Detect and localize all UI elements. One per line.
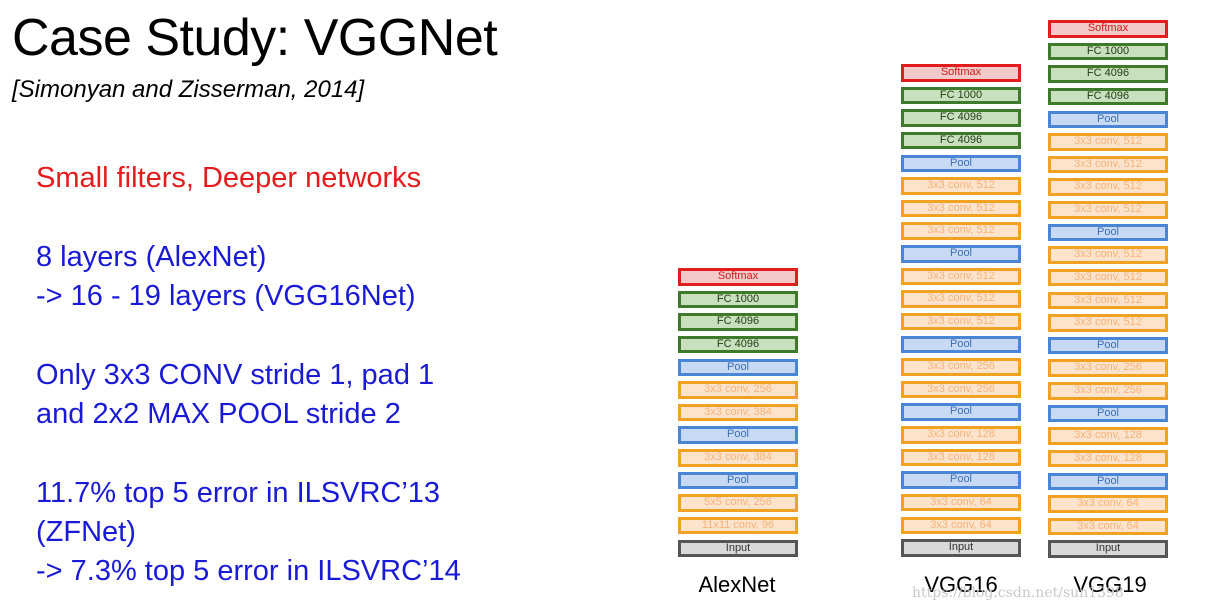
bullet-line: 11.7% top 5 error in ILSVRC’13 — [36, 477, 441, 509]
layer-block-conv: 11x11 conv, 96 — [678, 516, 798, 535]
bullet-line: -> 16 - 19 layers (VGG16Net) — [36, 280, 416, 312]
layer-block-input: Input — [678, 539, 798, 558]
layer-block-pool: Pool — [901, 403, 1021, 421]
layer-block-conv: 3x3 conv, 512 — [1048, 155, 1168, 174]
layer-block-fc: FC 4096 — [1048, 87, 1168, 106]
layer-block-conv: 3x3 conv, 384 — [678, 403, 798, 422]
bullet-line: 8 layers (AlexNet) — [36, 241, 267, 273]
layer-block-conv: 3x3 conv, 512 — [901, 177, 1021, 195]
layer-block-conv: 3x3 conv, 128 — [1048, 449, 1168, 468]
layer-block-conv: 3x3 conv, 256 — [1048, 382, 1168, 400]
layer-block-pool: Pool — [901, 245, 1021, 263]
layer-block-conv: 3x3 conv, 64 — [901, 493, 1021, 512]
layer-block-conv: 3x3 conv, 512 — [901, 312, 1021, 331]
layer-block-conv: 3x3 conv, 512 — [1048, 201, 1168, 219]
slide-title: Case Study: VGGNet — [12, 9, 498, 67]
citation: [Simonyan and Zisserman, 2014] — [12, 76, 365, 103]
alexnet-label: AlexNet — [698, 572, 776, 597]
layer-block-pool: Pool — [1048, 110, 1168, 129]
layer-block-fc: FC 1000 — [678, 290, 798, 309]
layer-block-fc: FC 4096 — [678, 335, 798, 354]
layer-block-pool: Pool — [901, 335, 1021, 354]
layer-block-conv: 3x3 conv, 512 — [1048, 268, 1168, 287]
layer-block-conv: 3x3 conv, 64 — [901, 516, 1021, 535]
layer-block-conv: 3x3 conv, 384 — [678, 449, 798, 467]
layer-block-conv: 3x3 conv, 512 — [1048, 291, 1168, 310]
layer-block-fc: FC 1000 — [901, 86, 1021, 105]
layer-block-conv: 3x3 conv, 256 — [901, 358, 1021, 376]
layer-block-pool: Pool — [678, 358, 798, 377]
layer-block-conv: 3x3 conv, 512 — [1048, 133, 1168, 151]
layer-block-fc: FC 1000 — [1048, 42, 1168, 61]
bullet-line: Only 3x3 CONV stride 1, pad 1 — [36, 359, 435, 391]
layer-block-input: Input — [1048, 540, 1168, 558]
layer-block-softmax: Softmax — [901, 64, 1021, 82]
layer-block-softmax: Softmax — [678, 268, 798, 286]
layer-block-pool: Pool — [1048, 336, 1168, 355]
layer-block-conv: 3x3 conv, 512 — [901, 290, 1021, 308]
bullet-list: Small filters, Deeper networks 8 layers (… — [36, 159, 596, 591]
layer-block-conv: 3x3 conv, 128 — [901, 426, 1021, 444]
layer-block-conv: 3x3 conv, 512 — [1048, 178, 1168, 196]
layer-block-fc: FC 4096 — [1048, 65, 1168, 83]
bullet-line: -> 7.3% top 5 error in ILSVRC’14 — [36, 555, 461, 587]
layer-block-conv: 3x3 conv, 512 — [1048, 246, 1168, 264]
layer-block-softmax: Softmax — [1048, 20, 1168, 38]
bullet-line: (ZFNet) — [36, 516, 136, 548]
layer-block-pool: Pool — [1048, 404, 1168, 423]
layer-block-conv: 3x3 conv, 512 — [901, 199, 1021, 218]
layer-block-pool: Pool — [901, 471, 1021, 489]
layer-block-conv: 3x3 conv, 512 — [901, 222, 1021, 240]
layer-block-fc: FC 4096 — [678, 313, 798, 331]
layer-block-conv: 3x3 conv, 128 — [1048, 427, 1168, 445]
layer-block-fc: FC 4096 — [901, 131, 1021, 150]
layer-block-pool: Pool — [678, 426, 798, 444]
layer-block-conv: 3x3 conv, 512 — [1048, 314, 1168, 332]
layer-block-conv: 3x3 conv, 256 — [1048, 359, 1168, 377]
layer-block-pool: Pool — [901, 154, 1021, 173]
layer-block-conv: 3x3 conv, 256 — [678, 381, 798, 399]
vgg19-label: VGG19 — [1073, 572, 1147, 597]
bullet-line: Small filters, Deeper networks — [36, 162, 422, 194]
layer-block-pool: Pool — [678, 471, 798, 490]
layer-block-fc: FC 4096 — [901, 109, 1021, 127]
vgg16-label: VGG16 — [924, 572, 998, 597]
bullet-line: and 2x2 MAX POOL stride 2 — [36, 398, 401, 430]
layer-block-conv: 3x3 conv, 256 — [901, 380, 1021, 399]
layer-block-pool: Pool — [1048, 223, 1168, 242]
layer-block-conv: 3x3 conv, 64 — [1048, 517, 1168, 536]
layer-block-conv: 3x3 conv, 128 — [901, 448, 1021, 467]
layer-block-input: Input — [901, 539, 1021, 557]
layer-block-conv: 5x5 conv, 256 — [678, 494, 798, 512]
layer-block-conv: 3x3 conv, 64 — [1048, 495, 1168, 513]
layer-block-pool: Pool — [1048, 472, 1168, 491]
watermark: https://blog.csdn.net/sun1398 — [912, 585, 1124, 601]
layer-block-conv: 3x3 conv, 512 — [901, 267, 1021, 286]
